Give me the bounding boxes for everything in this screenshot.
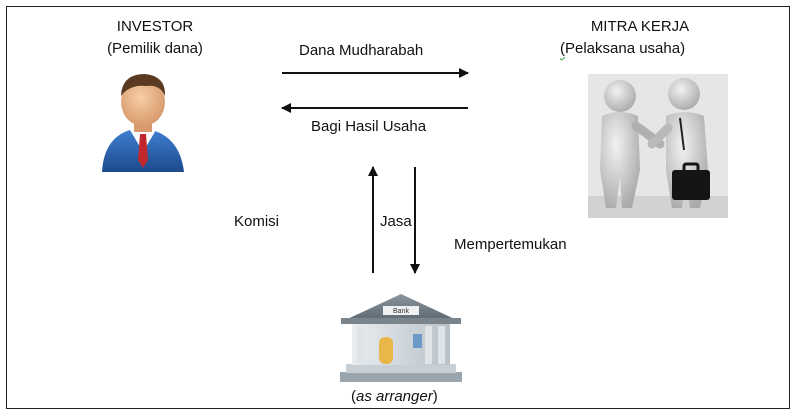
label-jasa: Jasa	[380, 213, 412, 230]
bank-caption: (as arranger)	[351, 388, 438, 405]
bank-caption-close: )	[432, 388, 438, 405]
label-mempertemukan: Mempertemukan	[454, 236, 567, 253]
partner-handshake-icon	[588, 74, 728, 218]
diagram-frame	[6, 6, 790, 409]
label-dana-mudharabah: Dana Mudharabah	[299, 42, 424, 59]
bank-building-icon: Bank	[340, 294, 462, 382]
bank-caption-open: (	[351, 388, 356, 405]
investor-businessman-icon	[102, 74, 184, 172]
partner-subtitle-text: Pelaksana usaha)	[565, 40, 686, 57]
label-komisi: Komisi	[234, 213, 280, 230]
label-bagi-hasil: Bagi Hasil Usaha	[311, 118, 427, 135]
partner-title: MITRA KERJA	[590, 18, 690, 35]
investor-title: INVESTOR	[116, 18, 194, 35]
partner-subtitle: (Pelaksana usaha)	[560, 40, 685, 57]
bank-caption-italic: as arranger	[356, 388, 433, 405]
partner-subtitle-paren: (	[560, 40, 565, 57]
investor-subtitle: (Pemilik dana)	[107, 40, 203, 57]
bank-sign-text: Bank	[393, 308, 409, 315]
